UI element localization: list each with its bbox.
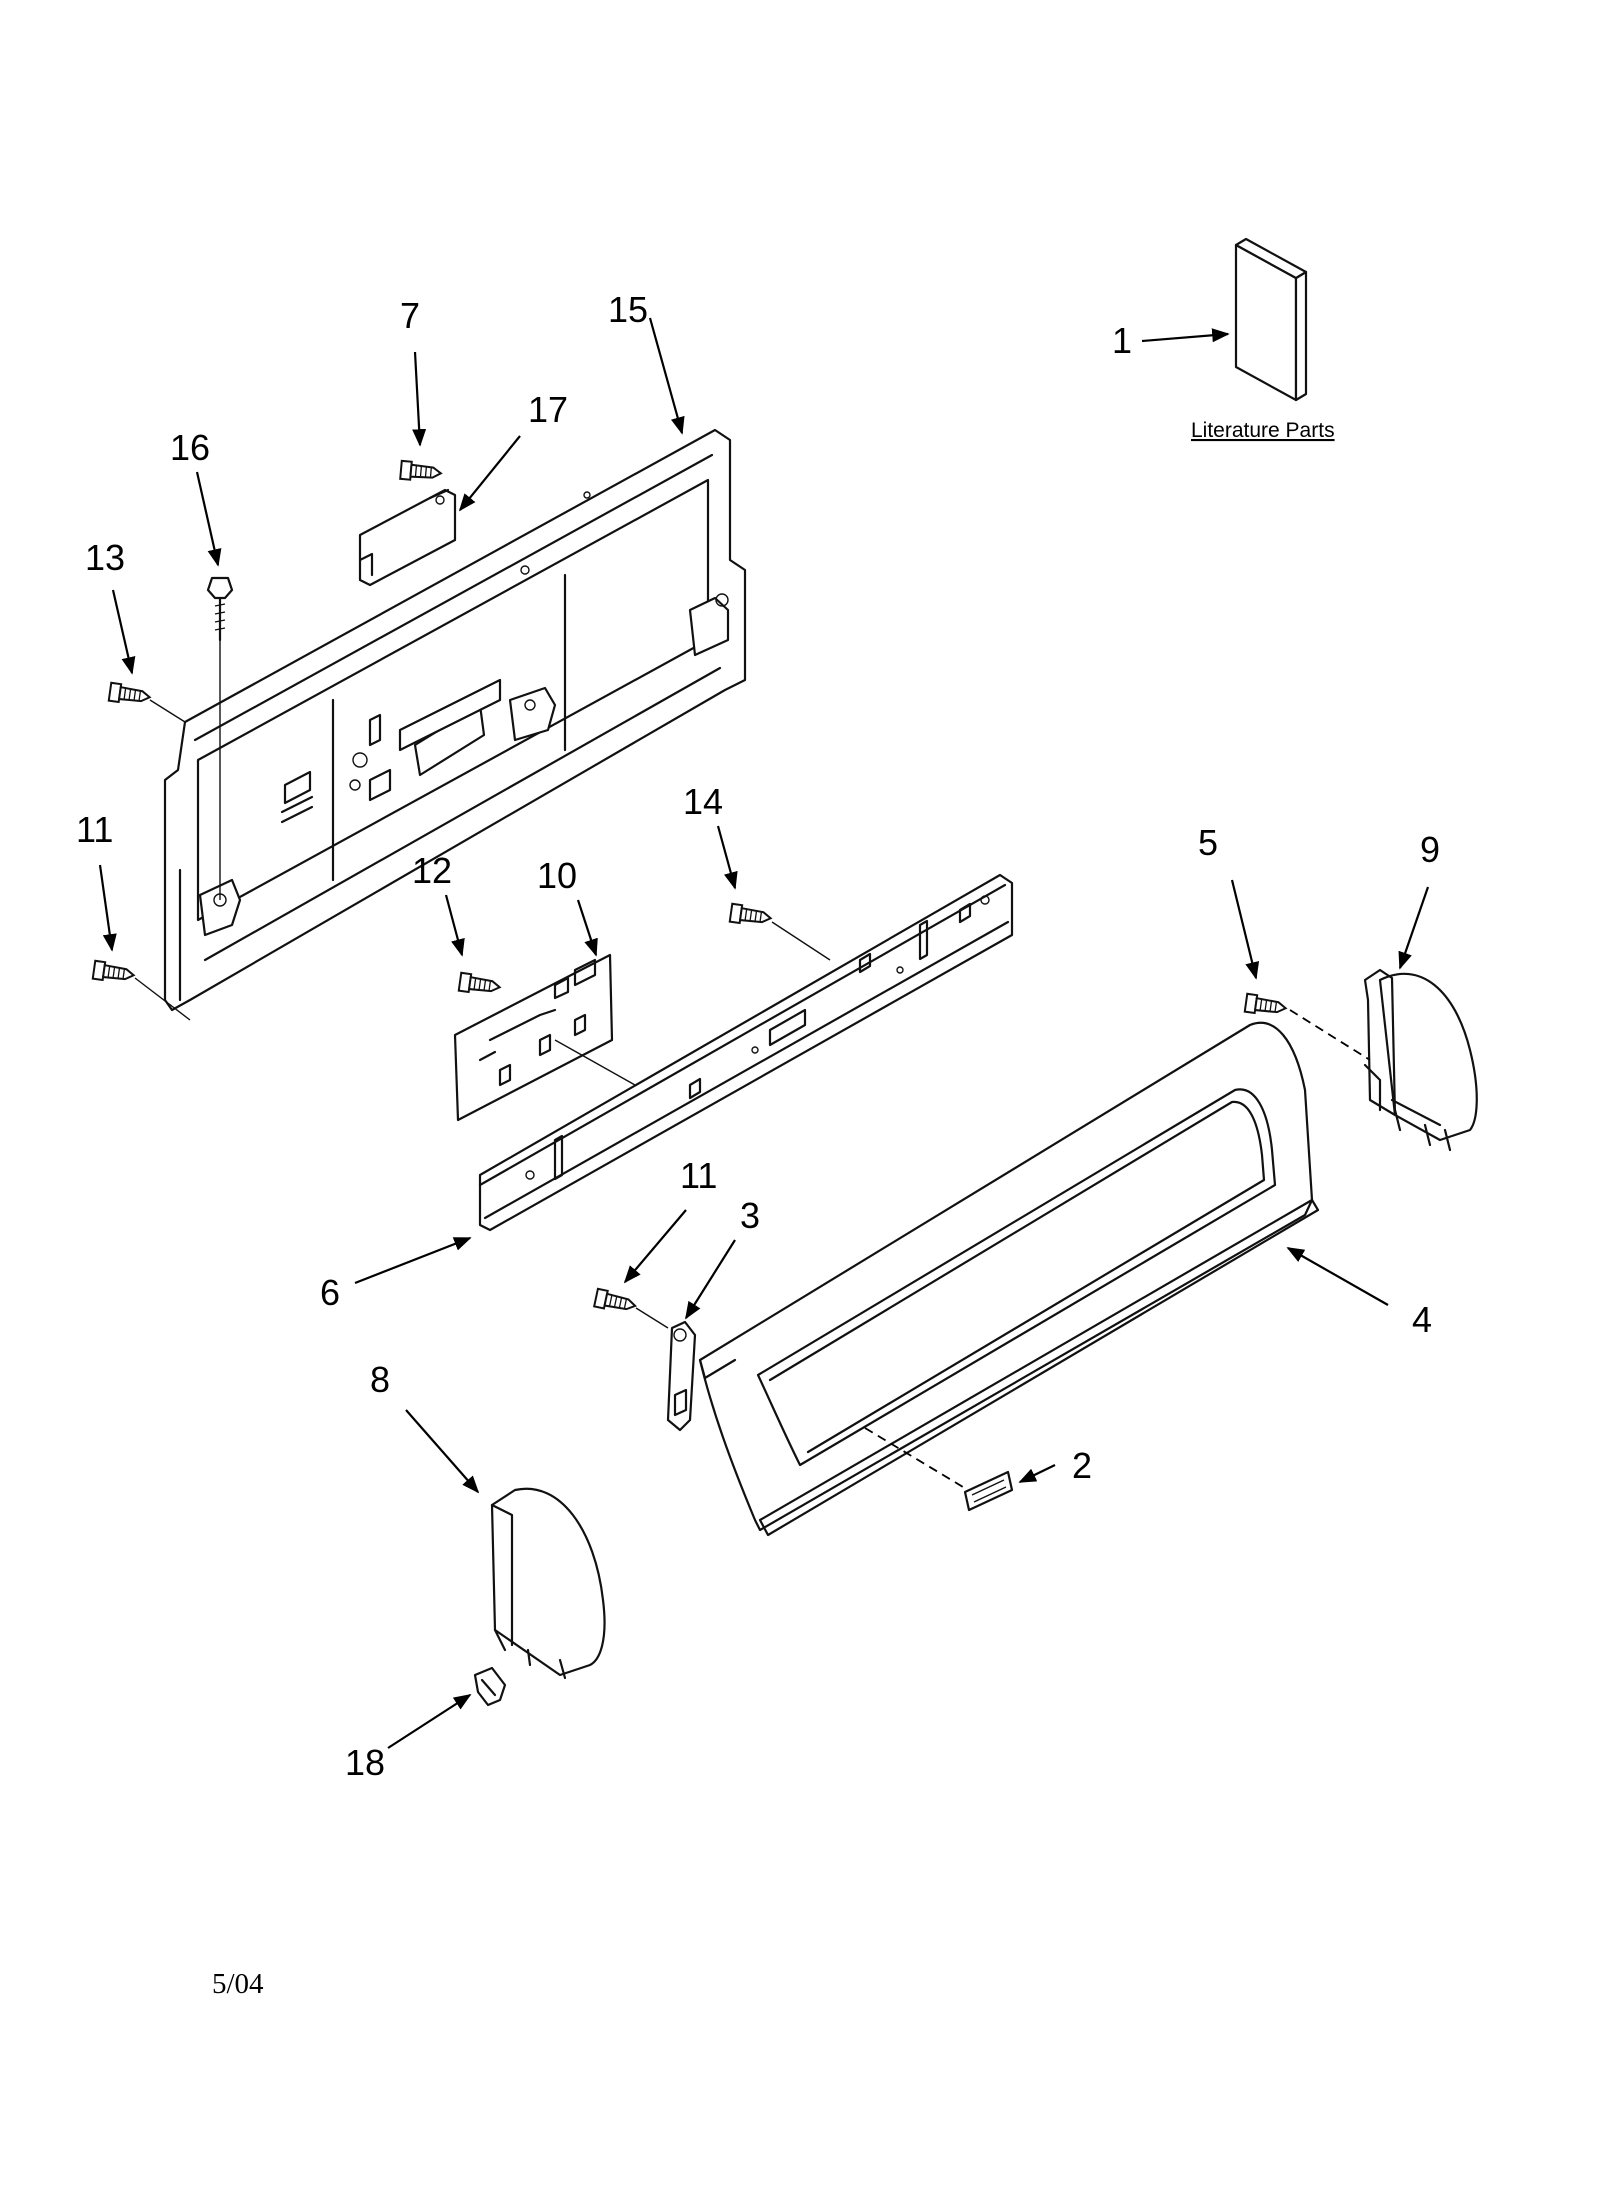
screw-5 — [1243, 992, 1288, 1019]
literature-book — [1234, 237, 1308, 402]
end-cap-9 — [1363, 968, 1478, 1152]
badge-2 — [963, 1470, 1014, 1512]
callout-5: 5 — [1198, 822, 1218, 863]
callout-8: 8 — [370, 1359, 390, 1400]
revision-date: 5/04 — [212, 1968, 264, 2000]
leader-12 — [444, 894, 465, 957]
screw-7 — [399, 459, 443, 484]
screw-12 — [457, 971, 502, 998]
leader-3 — [685, 1239, 736, 1320]
callout-16: 16 — [170, 427, 210, 468]
callout-13: 13 — [85, 537, 125, 578]
callout-14: 14 — [683, 781, 723, 822]
leader-6 — [354, 1236, 472, 1285]
callout-4: 4 — [1412, 1299, 1432, 1340]
callout-12: 12 — [412, 850, 452, 891]
clip-18 — [473, 1666, 507, 1707]
callout-11-left: 11 — [76, 809, 113, 850]
leader-4 — [1286, 1247, 1389, 1306]
board-connector-line — [554, 1039, 636, 1086]
leader-14 — [716, 825, 738, 890]
control-board-10 — [453, 953, 614, 1122]
screw-16 — [206, 576, 234, 900]
leader-1 — [1141, 328, 1230, 343]
callout-6: 6 — [320, 1272, 340, 1313]
leader-2-dash — [864, 1427, 969, 1491]
leader-13 — [111, 589, 136, 675]
callout-7: 7 — [400, 295, 420, 336]
callout-1: 1 — [1112, 320, 1132, 361]
end-cap-8 — [490, 1487, 606, 1680]
control-bracket-6 — [478, 873, 1014, 1232]
bracket-17 — [358, 488, 457, 587]
screw-13 — [107, 681, 152, 708]
rear-console-panel — [163, 428, 747, 1012]
leader-16 — [195, 471, 222, 567]
leader-5 — [1230, 879, 1260, 980]
screw-14 — [728, 902, 773, 929]
leader-10 — [576, 899, 598, 957]
leader-9 — [1398, 886, 1430, 970]
leader-14-line — [771, 921, 831, 961]
hinge-3 — [666, 1320, 697, 1432]
leader-11-right — [623, 1209, 687, 1284]
screw-11-left — [91, 959, 136, 986]
console-panel-4 — [698, 1021, 1320, 1537]
callout-15: 15 — [608, 289, 648, 330]
leader-18 — [387, 1694, 472, 1749]
leader-13-dash — [149, 699, 186, 723]
callout-9: 9 — [1420, 829, 1440, 870]
leader-7 — [412, 351, 427, 447]
leader-11-right-line — [635, 1307, 669, 1329]
callout-10: 10 — [537, 855, 577, 896]
leader-2 — [1018, 1464, 1056, 1483]
callout-11-right: 11 — [680, 1155, 717, 1196]
leader-17 — [458, 435, 521, 512]
callout-18: 18 — [345, 1742, 385, 1783]
leader-11-left-line — [134, 977, 191, 1021]
literature-parts-label: Literature Parts — [1191, 419, 1335, 442]
screw-11-right — [593, 1287, 639, 1316]
leader-11-left — [98, 864, 117, 952]
callout-3: 3 — [740, 1195, 760, 1236]
leader-5-dash — [1289, 1009, 1371, 1061]
leader-8 — [405, 1409, 480, 1494]
callout-2: 2 — [1072, 1445, 1092, 1486]
callout-17: 17 — [528, 389, 568, 430]
leader-15 — [648, 317, 685, 435]
